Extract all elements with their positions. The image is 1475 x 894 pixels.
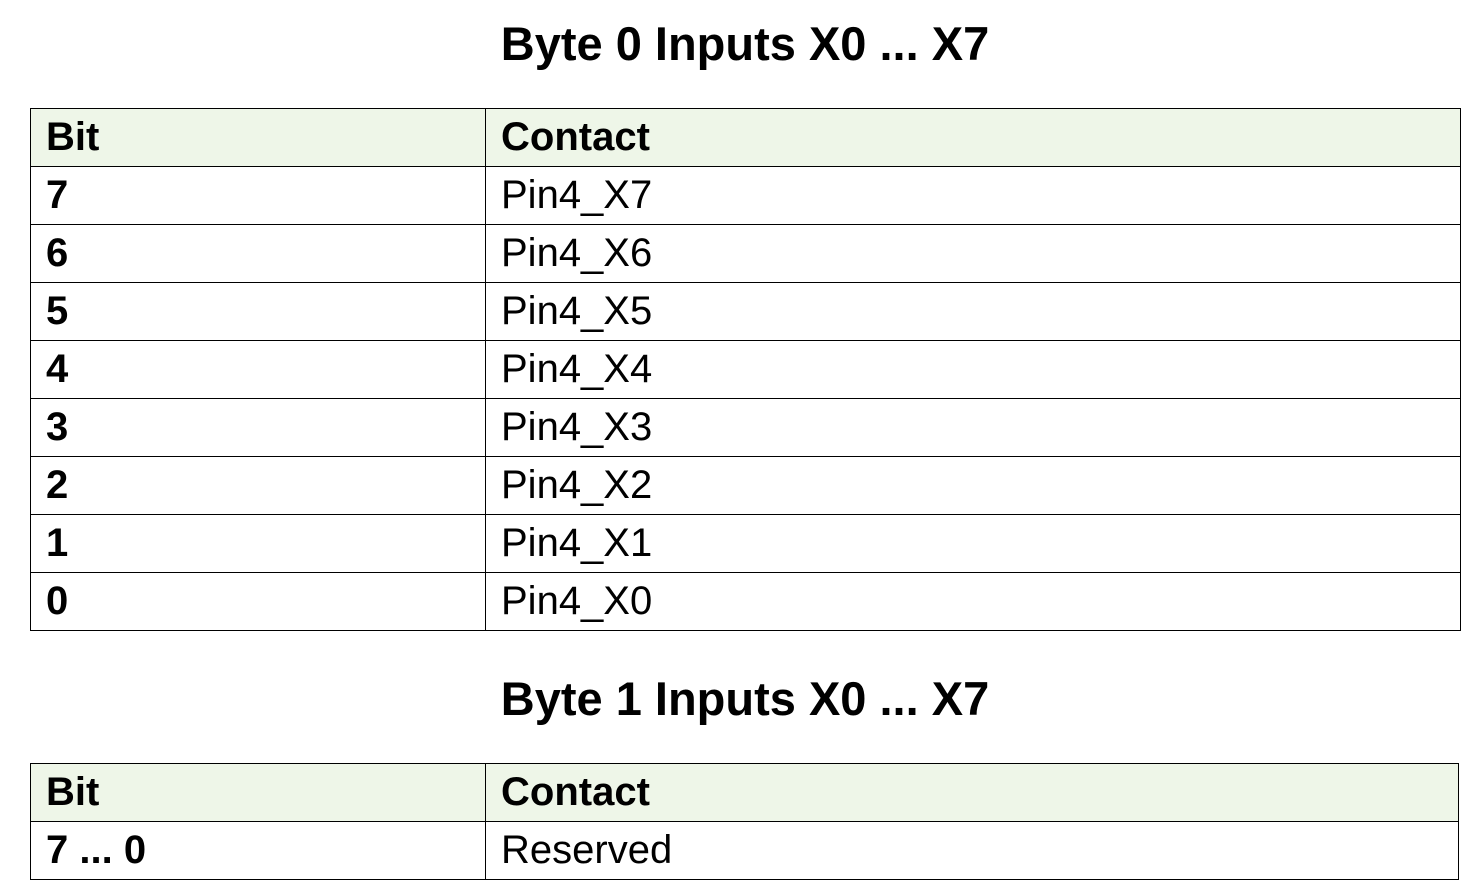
bit-cell: 0 — [30, 572, 486, 631]
bit-cell: 5 — [30, 282, 486, 341]
table-row: 2 Pin4_X2 — [30, 456, 1461, 515]
column-header-bit: Bit — [30, 763, 486, 822]
contact-cell: Pin4_X1 — [485, 514, 1461, 573]
table-row: 4 Pin4_X4 — [30, 340, 1461, 399]
table-row: 7 ... 0 Reserved — [30, 821, 1459, 880]
table-row: 1 Pin4_X1 — [30, 514, 1461, 573]
table-header-row: Bit Contact — [30, 763, 1459, 822]
bit-cell: 4 — [30, 340, 486, 399]
contact-cell: Reserved — [485, 821, 1459, 880]
bit-cell: 6 — [30, 224, 486, 283]
contact-cell: Pin4_X4 — [485, 340, 1461, 399]
bit-cell: 7 ... 0 — [30, 821, 486, 880]
section-title-byte-0: Byte 0 Inputs X0 ... X7 — [500, 17, 990, 70]
contact-cell: Pin4_X5 — [485, 282, 1461, 341]
table-header-row: Bit Contact — [30, 108, 1461, 167]
table-row: 0 Pin4_X0 — [30, 572, 1461, 631]
column-header-bit: Bit — [30, 108, 486, 167]
contact-cell: Pin4_X6 — [485, 224, 1461, 283]
section-title-byte-1: Byte 1 Inputs X0 ... X7 — [500, 672, 990, 725]
bit-cell: 3 — [30, 398, 486, 457]
contact-cell: Pin4_X3 — [485, 398, 1461, 457]
bit-table-byte-1: Bit Contact 7 ... 0 Reserved — [30, 763, 1459, 880]
bit-cell: 1 — [30, 514, 486, 573]
column-header-contact: Contact — [485, 763, 1459, 822]
table-row: 5 Pin4_X5 — [30, 282, 1461, 341]
bit-table-byte-0: Bit Contact 7 Pin4_X7 6 Pin4_X6 5 Pin4_X… — [30, 108, 1461, 631]
contact-cell: Pin4_X0 — [485, 572, 1461, 631]
column-header-contact: Contact — [485, 108, 1461, 167]
table-row: 6 Pin4_X6 — [30, 224, 1461, 283]
table-row: 3 Pin4_X3 — [30, 398, 1461, 457]
bit-cell: 2 — [30, 456, 486, 515]
contact-cell: Pin4_X7 — [485, 166, 1461, 225]
table-row: 7 Pin4_X7 — [30, 166, 1461, 225]
bit-cell: 7 — [30, 166, 486, 225]
contact-cell: Pin4_X2 — [485, 456, 1461, 515]
